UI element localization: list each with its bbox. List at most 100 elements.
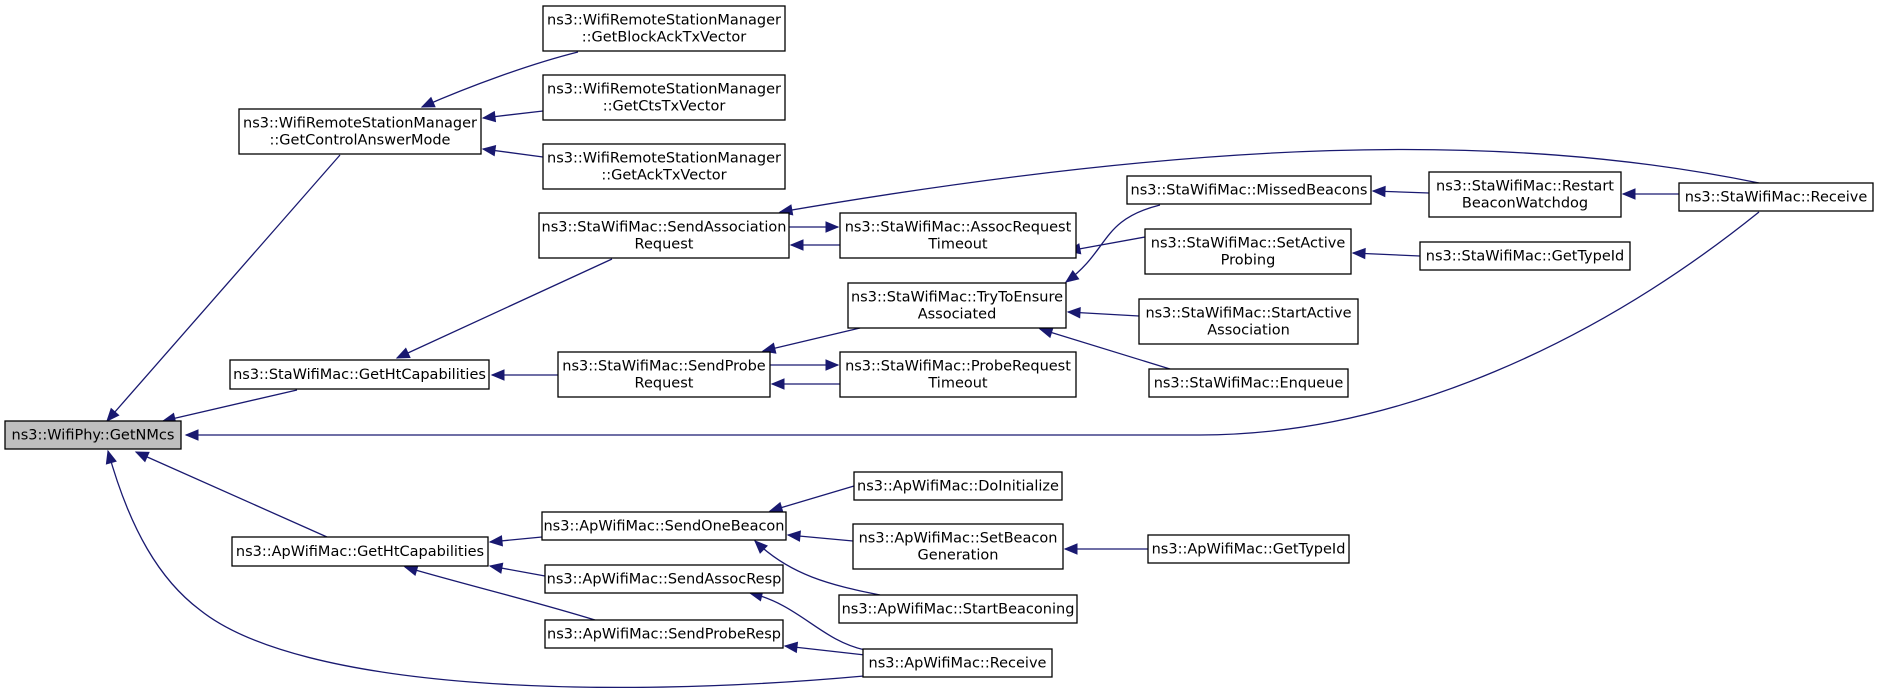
edge-sta_gethtcapabilities-to-getnmcs xyxy=(161,389,298,424)
edge-ap_doinitialize-to-ap_sendonebeacon xyxy=(768,485,855,513)
node-box[interactable] xyxy=(862,648,1053,678)
edge-ap_sendassocresp-to-ap_gethtcapabilities xyxy=(488,562,546,577)
node-box[interactable] xyxy=(538,212,790,259)
edge-ap_sendonebeacon-to-ap_gethtcapabilities xyxy=(488,535,543,547)
node-ap_gettypeid[interactable]: ns3::ApWifiMac::GetTypeId xyxy=(1147,534,1350,564)
edge-ap_startbeaconing-to-ap_sendonebeacon xyxy=(754,540,881,596)
edge-line xyxy=(762,327,861,352)
node-box[interactable] xyxy=(557,351,771,398)
node-label: Generation xyxy=(918,548,999,564)
node-box[interactable] xyxy=(1148,368,1349,398)
node-label: ns3::ApWifiMac::SendOneBeacon xyxy=(543,519,784,535)
node-label: ns3::StaWifiMac::GetTypeId xyxy=(1426,249,1624,265)
edge-sta_gettypeid-to-sta_setactiveprobing xyxy=(1351,247,1421,260)
node-box[interactable] xyxy=(542,143,786,190)
edge-sta_restartbeaconwatchdog-to-sta_missedbeacons xyxy=(1371,185,1430,198)
arrowhead-icon xyxy=(1038,327,1054,339)
node-label: ns3::ApWifiMac::StartBeaconing xyxy=(842,602,1075,618)
arrowhead-icon xyxy=(1066,306,1081,319)
node-box[interactable] xyxy=(1147,534,1350,564)
edge-sta_missedbeacons-to-sta_trytoensureassociated xyxy=(1064,204,1161,283)
node-sta_gettypeid[interactable]: ns3::StaWifiMac::GetTypeId xyxy=(1419,241,1631,271)
node-box[interactable] xyxy=(1138,298,1359,345)
node-sta_receive[interactable]: ns3::StaWifiMac::Receive xyxy=(1678,182,1874,212)
arrowhead-icon xyxy=(395,347,411,359)
node-label: ns3::WifiRemoteStationManager xyxy=(547,82,781,98)
node-label: ns3::StaWifiMac::Enqueue xyxy=(1154,376,1344,392)
node-ap_gethtcapabilities[interactable]: ns3::ApWifiMac::GetHtCapabilities xyxy=(231,536,489,567)
node-label: Timeout xyxy=(927,237,988,253)
node-box[interactable] xyxy=(541,511,787,541)
node-box[interactable] xyxy=(544,564,784,594)
node-box[interactable] xyxy=(1678,182,1874,212)
edge-line xyxy=(1067,236,1146,252)
arrowhead-icon xyxy=(420,96,436,108)
edge-sta_trytoensureassociated-to-sta_sendproberequest xyxy=(761,327,861,354)
node-box[interactable] xyxy=(839,351,1077,398)
node-label: ns3::ApWifiMac::SendProbeResp xyxy=(547,627,781,643)
edge-line xyxy=(404,566,596,621)
node-rsm_getblockacktxvector[interactable]: ns3::WifiRemoteStationManager::GetBlockA… xyxy=(542,5,786,52)
node-label: ns3::WifiPhy::GetNMcs xyxy=(12,428,175,444)
node-ap_sendproberesp[interactable]: ns3::ApWifiMac::SendProbeResp xyxy=(544,619,784,649)
edge-rsm_getctstxvector-to-rsm_getcontrolanswermode xyxy=(481,110,544,123)
node-rsm_getacktxvector[interactable]: ns3::WifiRemoteStationManager::GetAckTxV… xyxy=(542,143,786,190)
node-getnmcs[interactable]: ns3::WifiPhy::GetNMcs xyxy=(4,420,182,450)
node-sta_enqueue[interactable]: ns3::StaWifiMac::Enqueue xyxy=(1148,368,1349,398)
node-sta_gethtcapabilities[interactable]: ns3::StaWifiMac::GetHtCapabilities xyxy=(229,359,490,390)
node-label: ns3::StaWifiMac::TryToEnsure xyxy=(851,290,1063,306)
node-box[interactable] xyxy=(1126,175,1372,205)
arrowhead-icon xyxy=(1063,543,1078,555)
node-box[interactable] xyxy=(542,74,786,121)
node-box[interactable] xyxy=(838,594,1078,624)
node-ap_receive[interactable]: ns3::ApWifiMac::Receive xyxy=(862,648,1053,678)
node-sta_missedbeacons[interactable]: ns3::StaWifiMac::MissedBeacons xyxy=(1126,175,1372,205)
node-box[interactable] xyxy=(853,471,1063,501)
node-box[interactable] xyxy=(1419,241,1631,271)
arrowhead-icon xyxy=(1351,247,1366,260)
edge-line xyxy=(1039,328,1171,370)
node-label: ns3::StaWifiMac::SendProbe xyxy=(562,359,766,375)
node-box[interactable] xyxy=(839,212,1077,259)
node-ap_sendonebeacon[interactable]: ns3::ApWifiMac::SendOneBeacon xyxy=(541,511,787,541)
edge-sta_sendassociationrequest-to-sta_gethtcapabilities xyxy=(395,258,613,359)
node-ap_doinitialize[interactable]: ns3::ApWifiMac::DoInitialize xyxy=(853,471,1063,501)
edge-line xyxy=(1065,204,1161,283)
node-box[interactable] xyxy=(4,420,182,450)
edge-line xyxy=(162,389,298,422)
nodes-layer: ns3::WifiPhy::GetNMcs ns3::WifiRemoteStat… xyxy=(4,5,1874,678)
edge-ap_receive-to-getnmcs xyxy=(105,449,865,688)
node-rsm_getctstxvector[interactable]: ns3::WifiRemoteStationManager::GetCtsTxV… xyxy=(542,74,786,121)
node-box[interactable] xyxy=(231,536,489,567)
node-label: ns3::StaWifiMac::MissedBeacons xyxy=(1131,183,1368,199)
node-box[interactable] xyxy=(1428,171,1622,218)
node-ap_sendassocresp[interactable]: ns3::ApWifiMac::SendAssocResp xyxy=(544,564,784,594)
node-ap_startbeaconing[interactable]: ns3::ApWifiMac::StartBeaconing xyxy=(838,594,1078,624)
node-box[interactable] xyxy=(1144,228,1352,275)
node-box[interactable] xyxy=(544,619,784,649)
node-box[interactable] xyxy=(542,5,786,52)
arrowhead-icon xyxy=(488,535,503,547)
node-label: ns3::ApWifiMac::Receive xyxy=(869,656,1047,672)
node-rsm_getcontrolanswermode[interactable]: ns3::WifiRemoteStationManager::GetContro… xyxy=(238,108,482,155)
arrowhead-icon xyxy=(783,641,799,654)
node-label: ns3::ApWifiMac::GetTypeId xyxy=(1152,542,1346,558)
node-box[interactable] xyxy=(238,108,482,155)
node-box[interactable] xyxy=(852,523,1064,570)
arrowhead-icon xyxy=(825,359,840,371)
node-box[interactable] xyxy=(229,359,490,390)
node-box[interactable] xyxy=(847,282,1067,329)
node-label: ns3::WifiRemoteStationManager xyxy=(547,151,781,167)
node-label: Probing xyxy=(1221,253,1276,269)
node-label: ns3::StaWifiMac::StartActive xyxy=(1145,306,1351,322)
node-label: BeaconWatchdog xyxy=(1462,196,1588,212)
